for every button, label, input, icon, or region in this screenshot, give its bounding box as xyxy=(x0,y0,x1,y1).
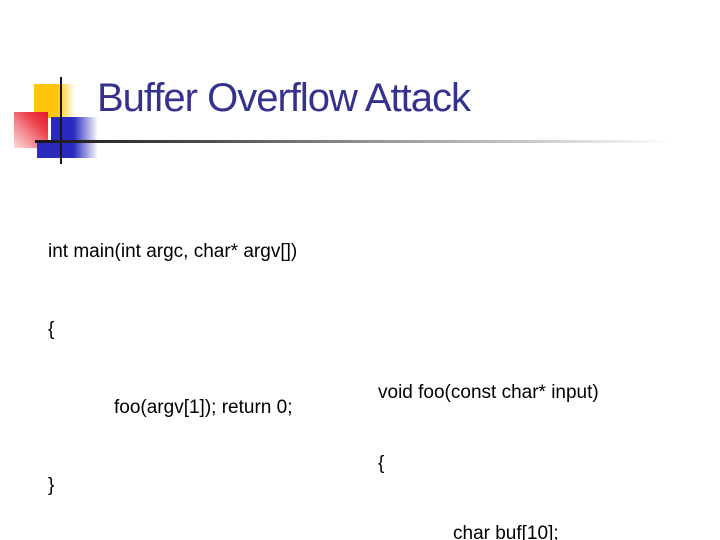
code-block-foo: void foo(const char* input) { char buf[1… xyxy=(378,334,640,540)
code-line-main-open-brace: { xyxy=(48,319,55,340)
code-line-foo-signature: void foo(const char* input) xyxy=(378,382,599,403)
code-line-foo-buf-decl: char buf[10]; xyxy=(453,523,559,540)
code-line-main-body: foo(argv[1]); return 0; xyxy=(114,397,293,418)
decor-blue-square-small xyxy=(37,142,64,158)
code-line-main-close-brace: } xyxy=(48,475,55,496)
code-line-main-signature: int main(int argc, char* argv[]) xyxy=(48,241,298,262)
code-line-foo-open-brace: { xyxy=(378,452,385,474)
title-underline xyxy=(35,140,677,143)
code-block-main: int main(int argc, char* argv[]) { foo(a… xyxy=(48,187,297,540)
slide-title: Buffer Overflow Attack xyxy=(97,76,471,120)
decor-vertical-line xyxy=(60,77,62,164)
